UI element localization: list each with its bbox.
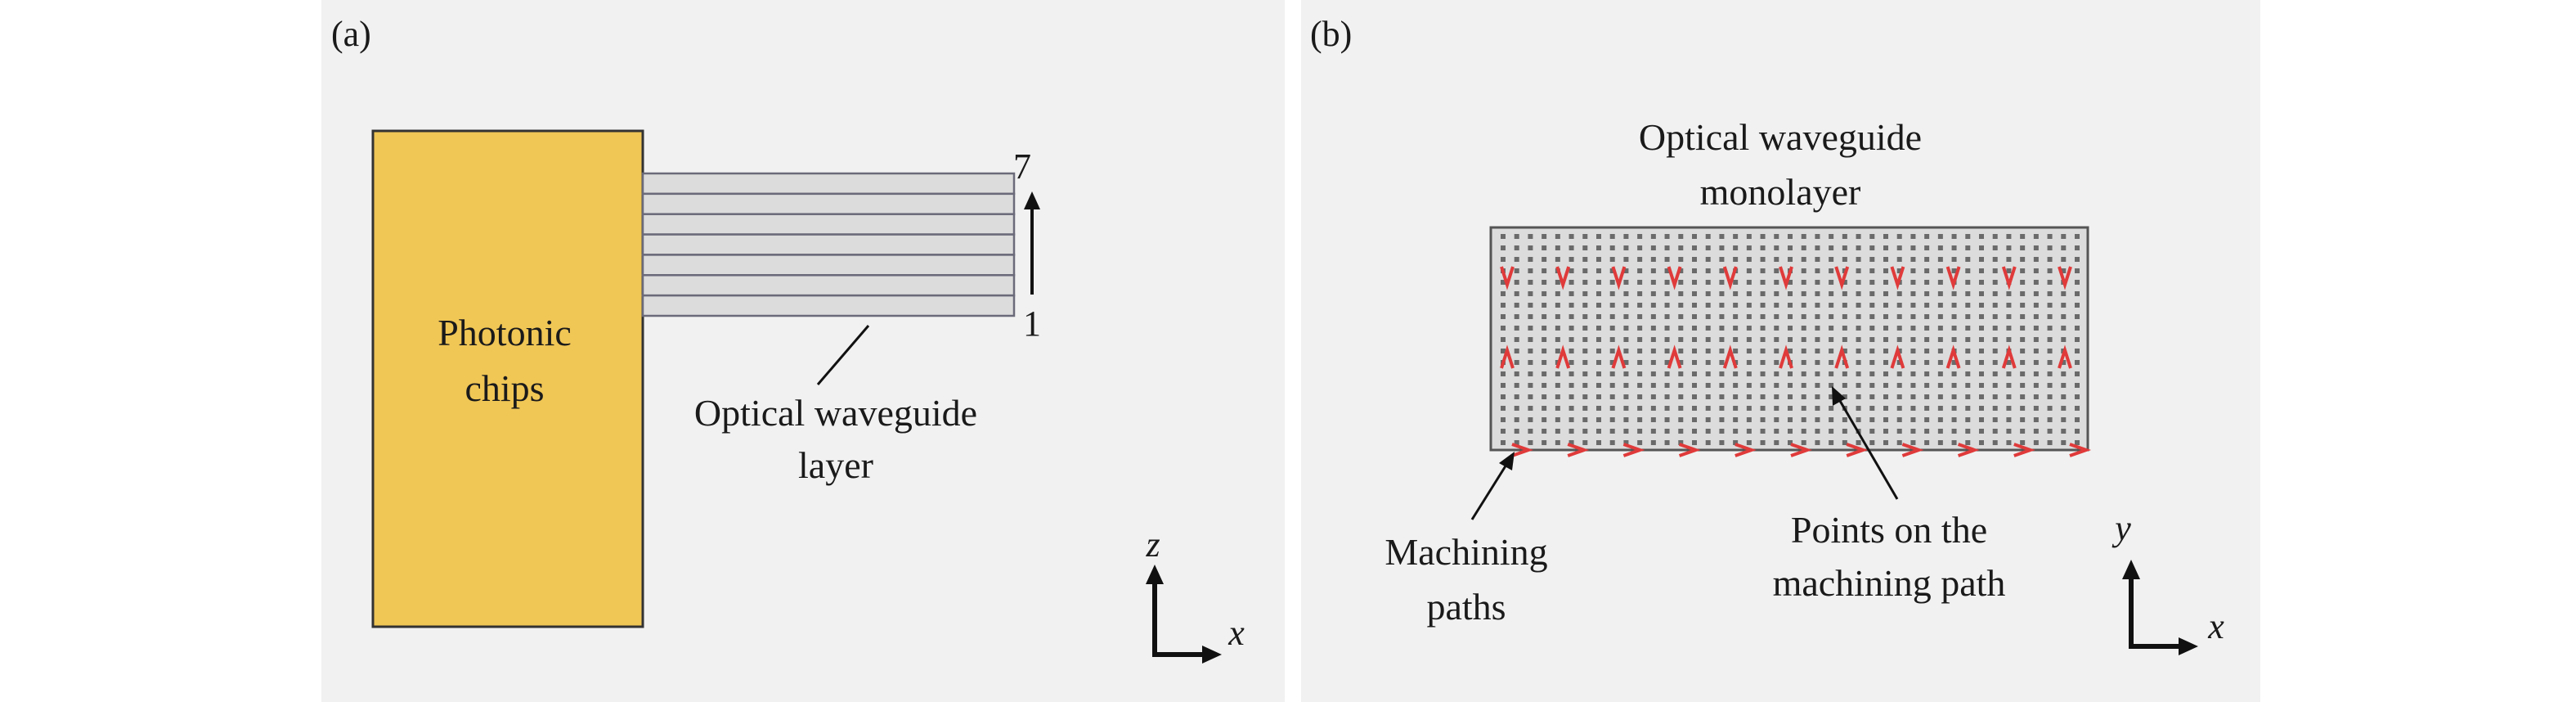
waveguide-layer bbox=[641, 254, 1016, 277]
path-arrow-right bbox=[1622, 443, 1645, 457]
chip-label-line2: chips bbox=[464, 367, 544, 409]
axis-b-vertical-label: y bbox=[2112, 508, 2131, 548]
stack-bottom-label: 1 bbox=[1023, 304, 1041, 344]
points-label-line2: machining path bbox=[1773, 562, 2006, 604]
stack-arrow-head bbox=[1024, 191, 1040, 209]
layer-label-line1: Optical waveguide bbox=[694, 392, 977, 434]
path-arrow-down bbox=[1890, 266, 1905, 290]
path-arrow-up bbox=[1611, 344, 1627, 369]
waveguide-layer bbox=[641, 274, 1016, 297]
path-arrow-right bbox=[2069, 443, 2092, 457]
panel-b-label: (b) bbox=[1310, 14, 1352, 54]
axis-a-horizontal-label: x bbox=[1227, 613, 1245, 653]
panel-a-label: (a) bbox=[331, 14, 371, 54]
path-arrow-right bbox=[2013, 443, 2035, 457]
waveguide-layer bbox=[641, 233, 1016, 256]
waveguide-layer-stack bbox=[641, 172, 1016, 317]
path-arrow-down bbox=[1834, 266, 1850, 290]
monolayer-label-line2: monolayer bbox=[1700, 171, 1861, 213]
points-label-line1: Points on the bbox=[1791, 509, 1987, 551]
path-arrow-right bbox=[1846, 443, 1869, 457]
path-arrow-down bbox=[2001, 266, 2017, 290]
machining-paths-pointer bbox=[1470, 452, 1515, 520]
path-arrow-down bbox=[1500, 266, 1515, 290]
path-arrow-down bbox=[1611, 266, 1627, 290]
waveguide-layer bbox=[641, 172, 1016, 196]
path-arrow-right bbox=[1901, 443, 1924, 457]
path-arrow-up bbox=[2001, 344, 2017, 369]
machining-path-arrows bbox=[1500, 266, 2092, 457]
path-arrow-up bbox=[1667, 344, 1682, 369]
points-pointer bbox=[1832, 386, 1899, 500]
chip-label-line1: Photonic bbox=[438, 312, 572, 353]
axis-triad-b bbox=[2122, 560, 2198, 655]
path-arrow-down bbox=[2058, 266, 2072, 290]
path-arrow-up bbox=[2058, 344, 2072, 369]
machining-paths-label-line1: Machining bbox=[1384, 531, 1547, 573]
path-arrow-right bbox=[1790, 443, 1813, 457]
path-arrow-down bbox=[1555, 266, 1571, 290]
waveguide-layer bbox=[641, 213, 1016, 236]
path-arrow-up bbox=[1555, 344, 1571, 369]
path-arrow-down bbox=[1779, 266, 1793, 290]
path-arrow-down bbox=[1667, 266, 1682, 290]
path-arrow-up bbox=[1890, 344, 1905, 369]
path-arrow-up bbox=[1722, 344, 1738, 369]
layer-leader-line bbox=[816, 325, 870, 385]
stack-top-label: 7 bbox=[1013, 146, 1031, 187]
layer-label-line2: layer bbox=[798, 444, 873, 486]
path-arrow-right bbox=[1511, 443, 1534, 457]
axis-triad-a bbox=[1146, 565, 1222, 664]
path-arrow-right bbox=[1957, 443, 1980, 457]
waveguide-layer bbox=[641, 192, 1016, 215]
path-arrow-down bbox=[1722, 266, 1738, 290]
path-arrow-up bbox=[1500, 344, 1515, 369]
axis-a-vertical-label: z bbox=[1145, 524, 1160, 565]
path-arrow-right bbox=[1735, 443, 1757, 457]
path-arrow-up bbox=[1834, 344, 1850, 369]
path-arrow-up bbox=[1779, 344, 1793, 369]
path-arrow-up bbox=[1945, 344, 1961, 369]
path-arrow-right bbox=[1678, 443, 1701, 457]
path-arrow-right bbox=[1567, 443, 1590, 457]
monolayer-label-line1: Optical waveguide bbox=[1639, 116, 1922, 158]
path-arrow-down bbox=[1945, 266, 1961, 290]
machining-paths-label-line2: paths bbox=[1426, 586, 1506, 628]
waveguide-layer bbox=[641, 294, 1016, 317]
photonic-chip-block bbox=[371, 129, 644, 628]
axis-b-horizontal-label: x bbox=[2207, 606, 2224, 646]
